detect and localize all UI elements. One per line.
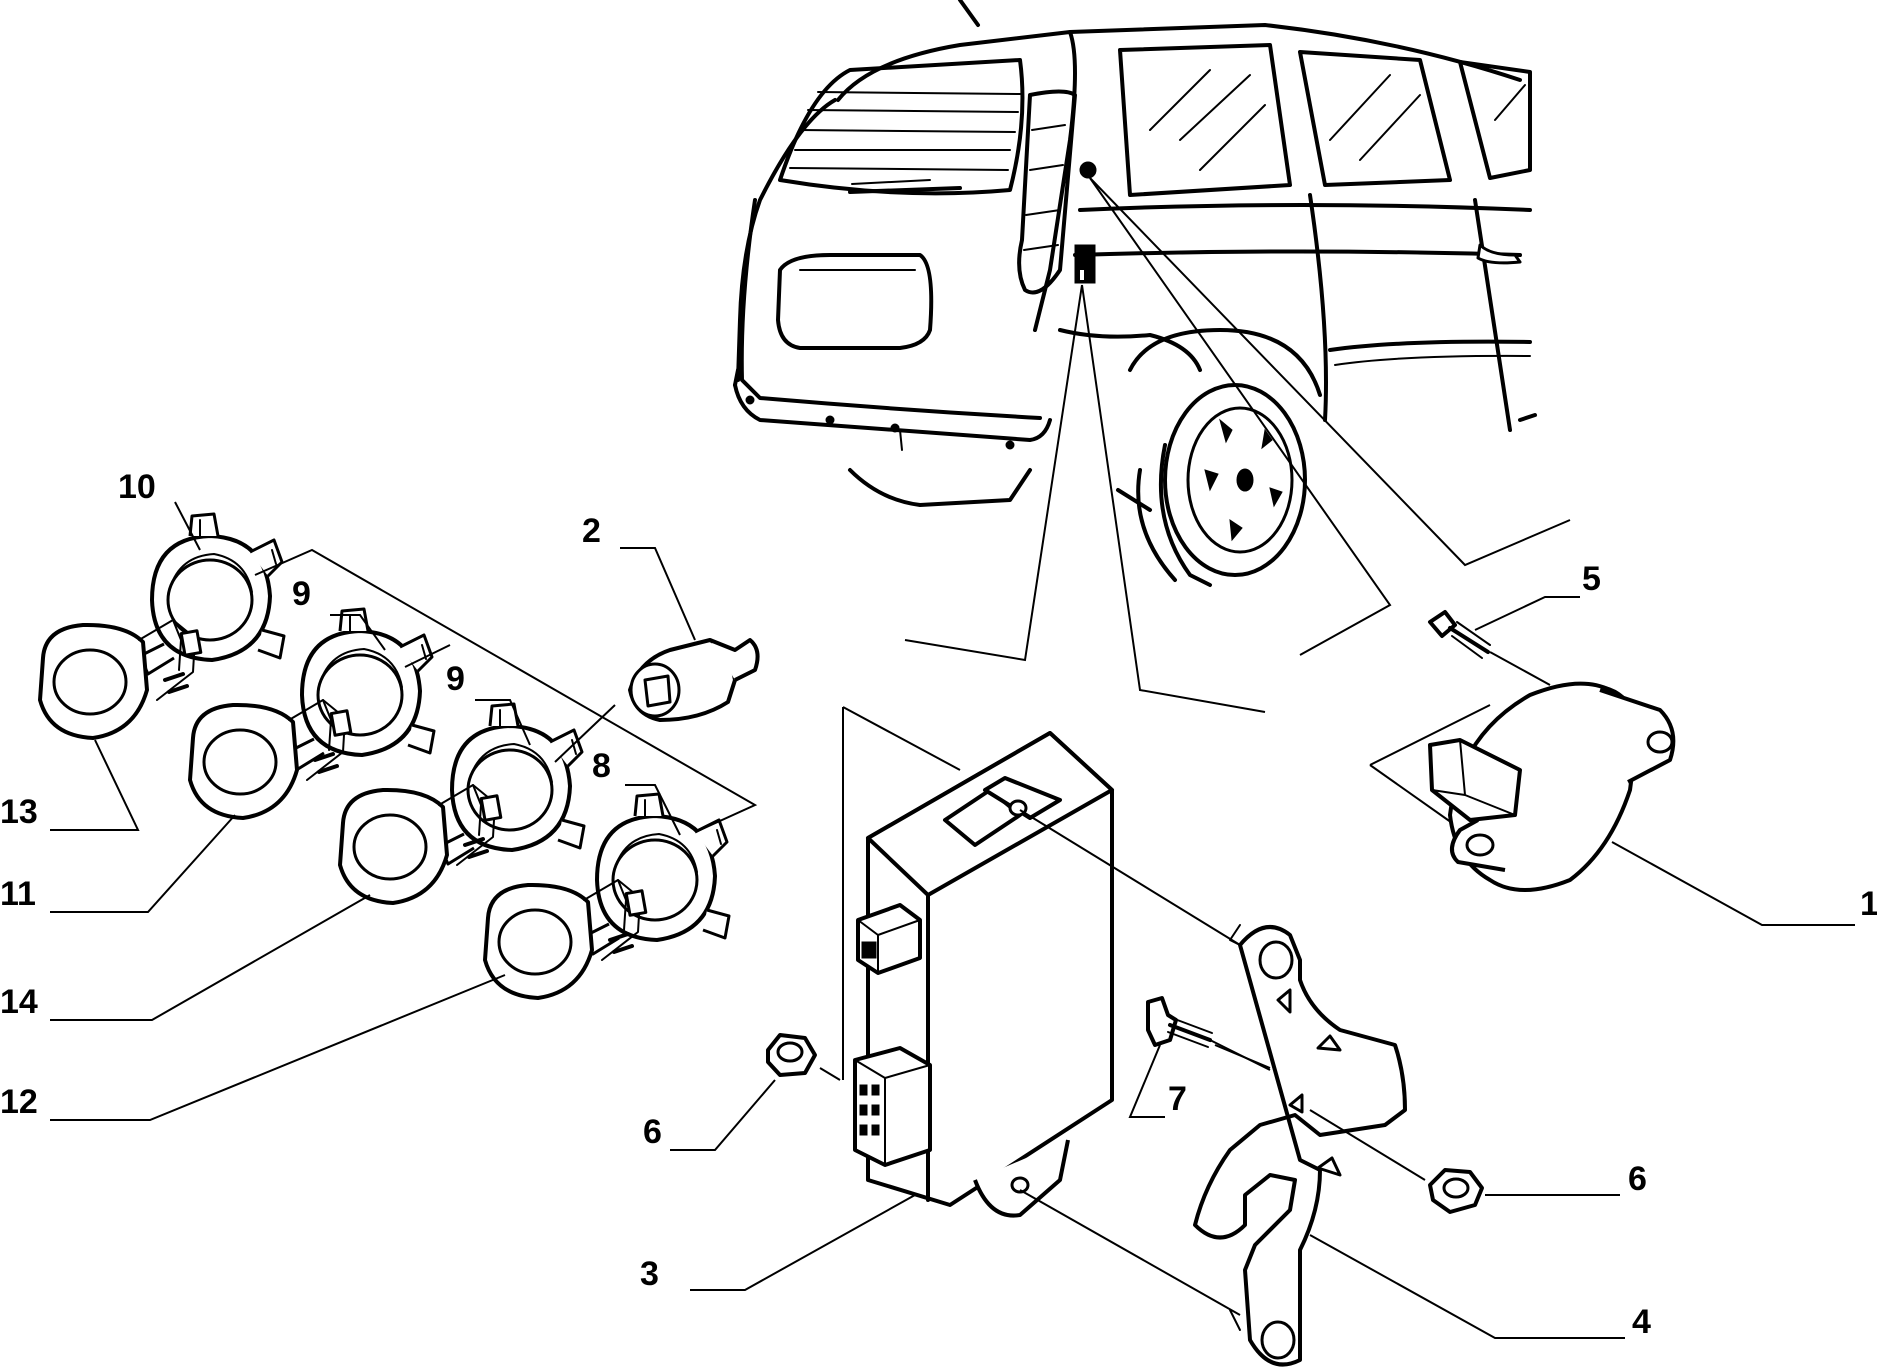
part-6-nut-left xyxy=(766,1033,841,1081)
label-8: 8 xyxy=(592,747,611,785)
part-3-control-module xyxy=(853,731,1114,1218)
callout-7: 7 xyxy=(1128,1044,1187,1118)
label-5: 5 xyxy=(1582,560,1601,598)
callout-1: 1 xyxy=(1611,841,1877,926)
assembly-lines xyxy=(1019,809,1271,1316)
callout-11: 11 xyxy=(0,814,236,913)
callout-4: 4 xyxy=(1309,1234,1651,1341)
projection-lines xyxy=(842,177,1571,1080)
callout-12: 12 xyxy=(0,974,506,1121)
label-9-upper: 9 xyxy=(292,575,311,613)
label-11: 11 xyxy=(0,875,36,913)
callout-3: 3 xyxy=(640,1194,916,1293)
label-10: 10 xyxy=(118,468,156,506)
callout-14: 14 xyxy=(0,894,371,1021)
callout-6-left: 6 xyxy=(643,1079,776,1151)
label-2: 2 xyxy=(582,512,601,550)
callout-10: 10 xyxy=(118,468,201,551)
part-9-ring-lower xyxy=(438,702,586,866)
label-4: 4 xyxy=(1632,1303,1651,1341)
part-8-ring xyxy=(583,792,731,956)
part-2-sensor-body xyxy=(628,638,760,722)
label-14: 14 xyxy=(0,983,38,1021)
vehicle-outline xyxy=(733,0,1537,587)
label-9-lower: 9 xyxy=(446,660,465,698)
part-10-ring xyxy=(138,512,286,676)
callout-5: 5 xyxy=(1474,560,1601,631)
part-9-ring-upper xyxy=(288,607,436,771)
label-3: 3 xyxy=(640,1255,659,1293)
callout-8: 8 xyxy=(592,747,681,836)
label-12: 12 xyxy=(0,1083,38,1121)
label-1: 1 xyxy=(1860,885,1877,923)
callout-9-upper: 9 xyxy=(292,575,386,651)
callout-13: 13 xyxy=(0,739,140,831)
callout-6-right: 6 xyxy=(1485,1160,1647,1198)
callout-9-lower: 9 xyxy=(446,660,531,746)
part-6-nut-right xyxy=(1309,1109,1484,1214)
label-7: 7 xyxy=(1168,1080,1187,1118)
sensor-group-lines xyxy=(254,548,758,831)
callout-2: 2 xyxy=(582,512,696,641)
part-1-buzzer xyxy=(1428,681,1676,892)
part-7-clip-screw xyxy=(1146,996,1271,1069)
label-13: 13 xyxy=(0,793,38,831)
part-5-screw xyxy=(1428,610,1551,686)
label-6-right: 6 xyxy=(1628,1160,1647,1198)
label-6-left: 6 xyxy=(643,1113,662,1151)
part-4-bracket xyxy=(1193,924,1407,1367)
